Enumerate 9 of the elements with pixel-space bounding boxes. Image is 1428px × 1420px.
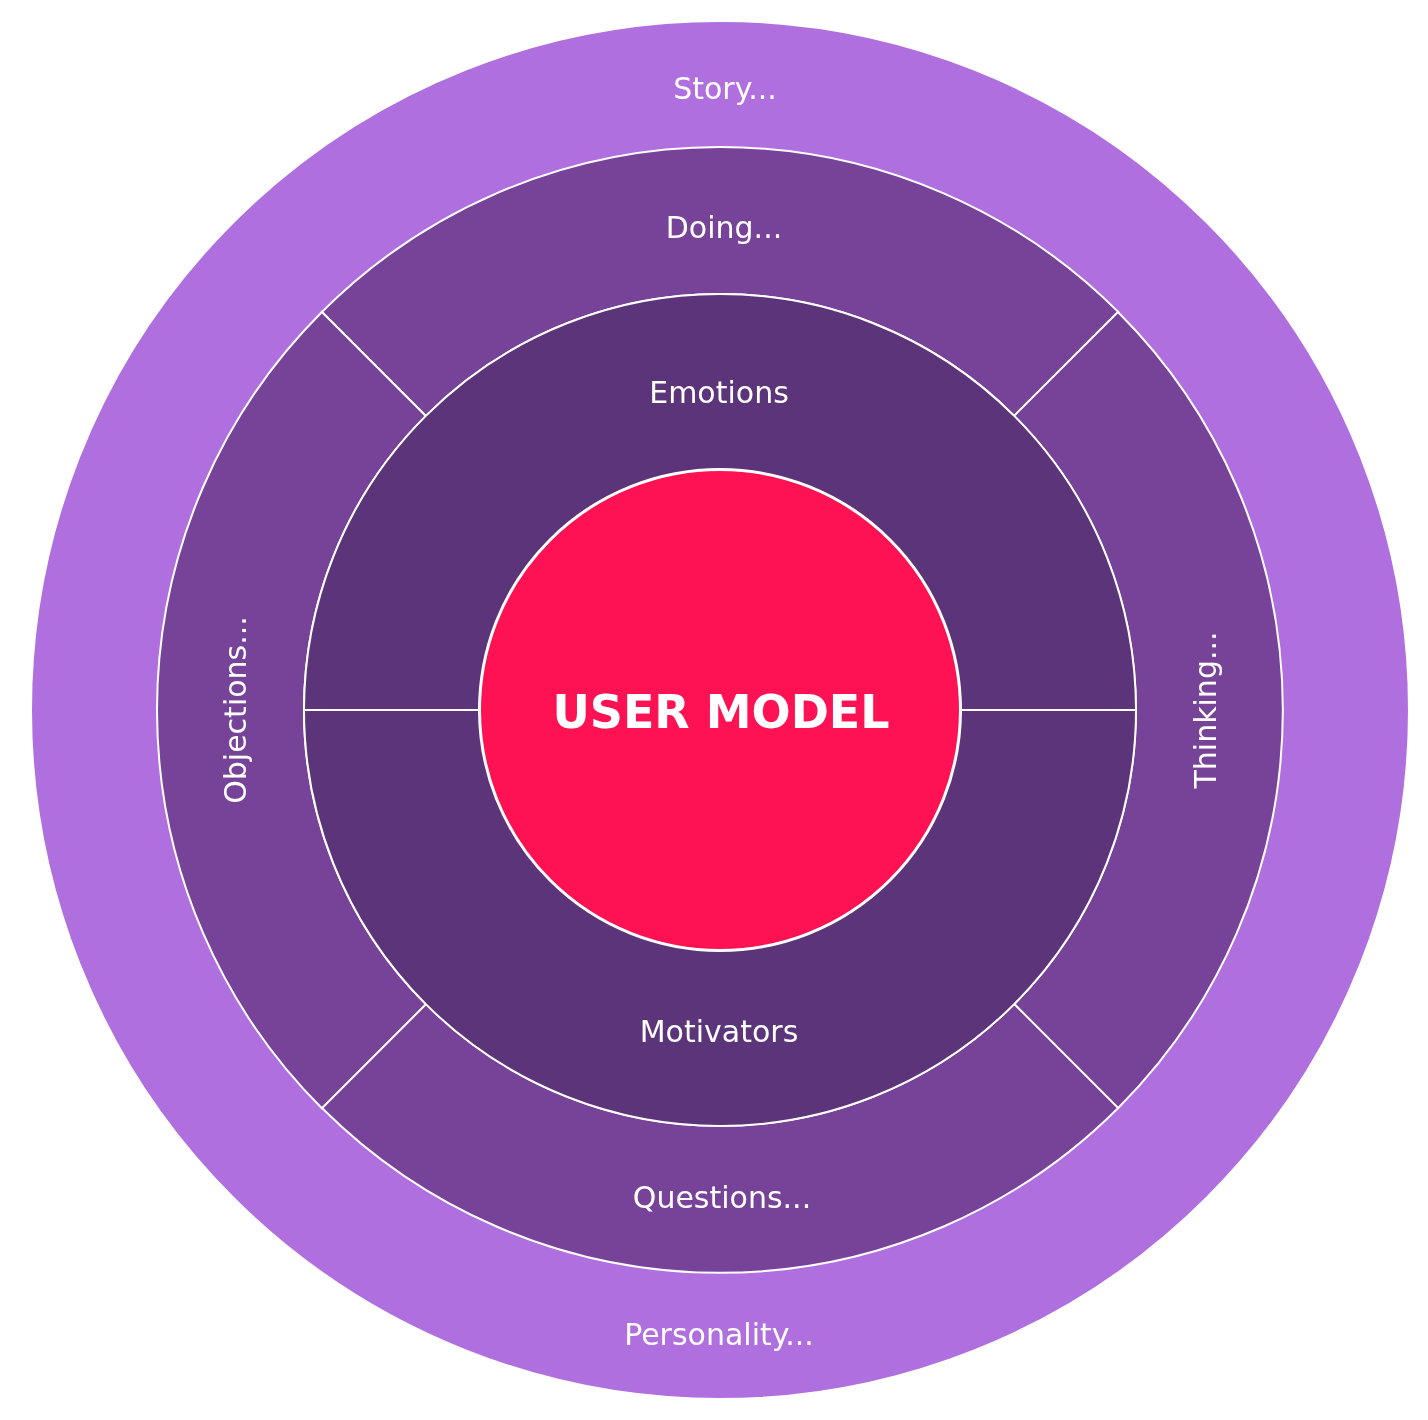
center-title: USER MODEL [552, 683, 890, 741]
segment-label: Story... [673, 69, 777, 108]
segment-label: Doing... [665, 208, 783, 247]
segment-label: Objections... [216, 616, 254, 804]
segment-label: Personality... [624, 1315, 814, 1354]
segment-label: Thinking... [1186, 631, 1224, 789]
segment-label: Motivators [639, 1012, 799, 1051]
segment-label: Questions... [632, 1178, 812, 1217]
segment-label: Emotions [649, 373, 789, 412]
